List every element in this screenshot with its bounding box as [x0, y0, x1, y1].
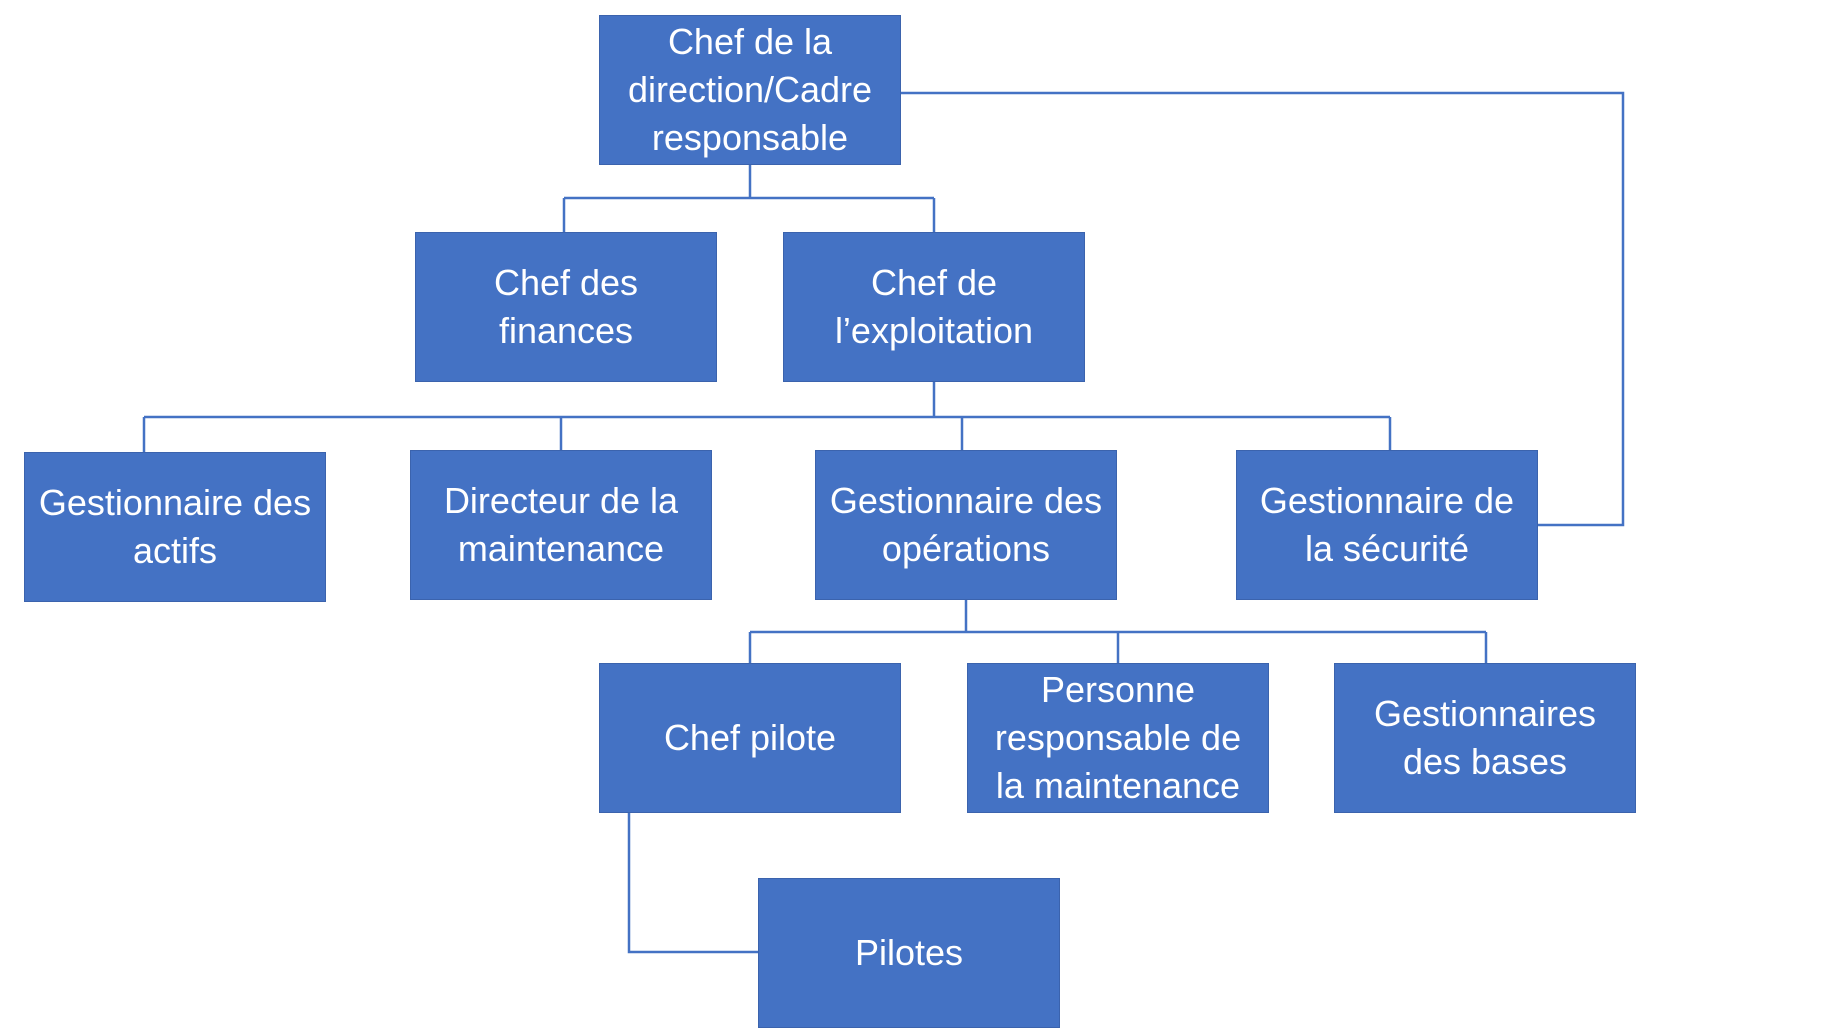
connector-coo-children — [142, 382, 1392, 452]
connector-ceo-safety — [900, 91, 1625, 527]
node-coo-label: Chef de l’exploitation — [834, 262, 1034, 351]
node-pilots: Pilotes — [758, 878, 1060, 1028]
node-maintenance-director-label: Directeur de la maintenance — [443, 480, 679, 569]
node-ceo: Chef de la direction/Cadre responsable — [599, 15, 901, 165]
node-asset-manager-label: Gestionnaire des actifs — [38, 482, 312, 571]
node-maintenance-person: Personne responsable de la maintenance — [967, 663, 1269, 813]
connector-chief-pilot-pilots — [627, 813, 758, 954]
node-maintenance-person-label: Personne responsable de la maintenance — [994, 669, 1242, 806]
node-cfo-label: Chef des finances — [493, 262, 639, 351]
node-safety-manager-label: Gestionnaire de la sécurité — [1259, 480, 1515, 569]
node-base-managers: Gestionnaires des bases — [1334, 663, 1636, 813]
node-ceo-label: Chef de la direction/Cadre responsable — [627, 21, 873, 158]
node-base-managers-label: Gestionnaires des bases — [1373, 693, 1597, 782]
node-asset-manager: Gestionnaire des actifs — [24, 452, 326, 602]
node-chief-pilot-label: Chef pilote — [663, 717, 837, 758]
node-chief-pilot: Chef pilote — [599, 663, 901, 813]
node-cfo: Chef des finances — [415, 232, 717, 382]
node-safety-manager: Gestionnaire de la sécurité — [1236, 450, 1538, 600]
node-pilots-label: Pilotes — [854, 932, 964, 973]
node-operations-manager-label: Gestionnaire des opérations — [829, 480, 1103, 569]
node-maintenance-director: Directeur de la maintenance — [410, 450, 712, 600]
node-coo: Chef de l’exploitation — [783, 232, 1085, 382]
connector-ceo-cfo-coo — [562, 165, 936, 232]
node-operations-manager: Gestionnaire des opérations — [815, 450, 1117, 600]
connector-ops-children — [748, 600, 1488, 663]
